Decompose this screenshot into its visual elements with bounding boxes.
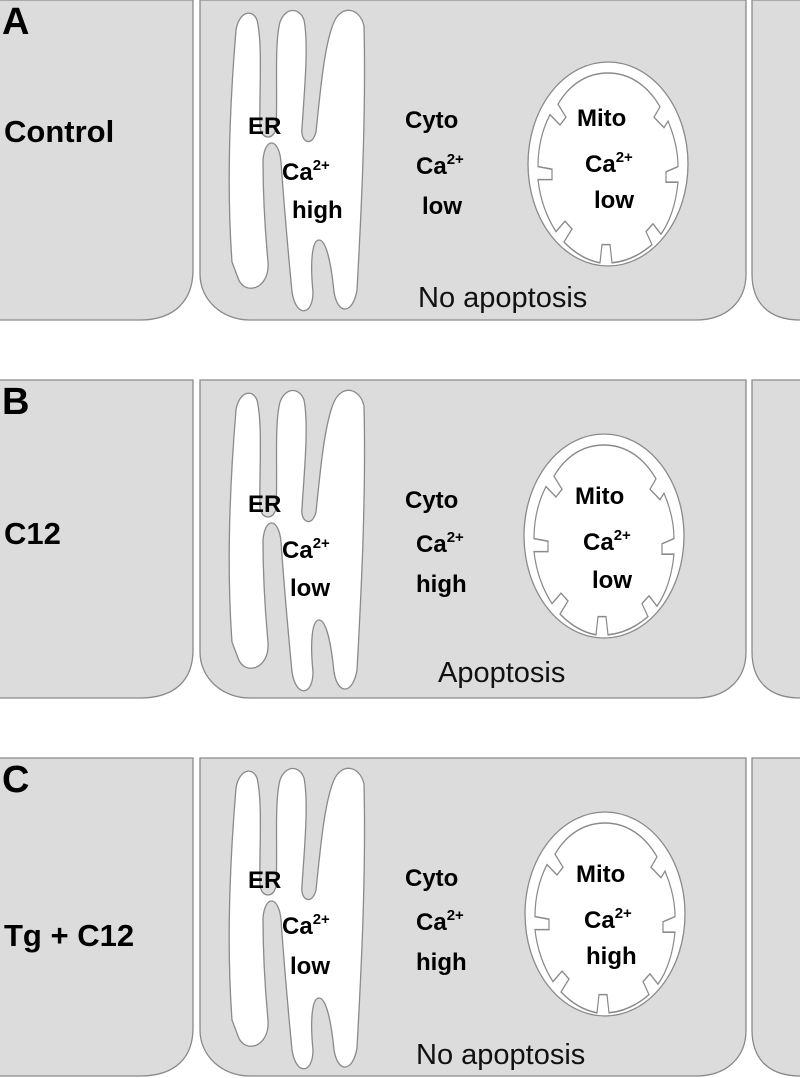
cyto-label: Cyto	[405, 865, 458, 892]
left-neighbor-cell	[0, 379, 194, 699]
mito-ca-label: Ca2+	[584, 905, 632, 934]
mito-label: Mito	[575, 483, 624, 510]
er-ca-level: low	[290, 575, 330, 602]
cyto-label: Cyto	[405, 107, 458, 134]
cyto-ca-label: Ca2+	[416, 907, 464, 936]
panel-letter: C	[2, 759, 29, 801]
mito-label: Mito	[577, 105, 626, 132]
condition-label: Control	[4, 114, 114, 149]
panel-letter: A	[2, 1, 29, 43]
mitochondrion	[523, 433, 685, 639]
er-ca-label: Ca2+	[282, 535, 330, 564]
outcome-label: No apoptosis	[416, 1039, 585, 1071]
left-neighbor-cell	[0, 0, 194, 321]
er-label: ER	[248, 113, 281, 140]
outcome-label: No apoptosis	[418, 282, 587, 314]
right-neighbor-cell	[751, 379, 800, 699]
cyto-ca-level: high	[416, 949, 467, 976]
mito-ca-level: low	[594, 187, 634, 214]
cyto-ca-label: Ca2+	[416, 529, 464, 558]
mito-ca-level: high	[586, 943, 637, 970]
right-neighbor-cell	[751, 0, 800, 321]
mito-ca-level: low	[592, 567, 632, 594]
cyto-ca-level: high	[416, 571, 467, 598]
right-neighbor-cell	[751, 757, 800, 1077]
cyto-label: Cyto	[405, 487, 458, 514]
mito-ca-label: Ca2+	[585, 149, 633, 178]
mito-label: Mito	[576, 861, 625, 888]
left-neighbor-cell	[0, 757, 194, 1077]
er-label: ER	[248, 867, 281, 894]
er-label: ER	[248, 491, 281, 518]
mitochondrion	[527, 61, 689, 267]
panel-b: B C12 ER Ca2+ low Cyto Ca2+ high Mito Ca…	[0, 379, 800, 699]
er-ca-label: Ca2+	[282, 911, 330, 940]
er-ca-level: high	[292, 197, 343, 224]
mitochondrion	[524, 811, 686, 1017]
panel-a: A Control ER Ca2+ high Cyto Ca2+ low Mit…	[0, 0, 800, 321]
condition-label: Tg + C12	[4, 918, 134, 953]
outcome-label: Apoptosis	[438, 657, 565, 689]
panel-c: C Tg + C12 ER Ca2+ low Cyto Ca2+ high Mi…	[0, 757, 800, 1077]
cyto-ca-level: low	[422, 193, 462, 220]
er-ca-label: Ca2+	[282, 157, 330, 186]
mito-ca-label: Ca2+	[583, 527, 631, 556]
cyto-ca-label: Ca2+	[416, 151, 464, 180]
er-ca-level: low	[290, 953, 330, 980]
panel-letter: B	[2, 381, 29, 423]
condition-label: C12	[4, 516, 61, 551]
